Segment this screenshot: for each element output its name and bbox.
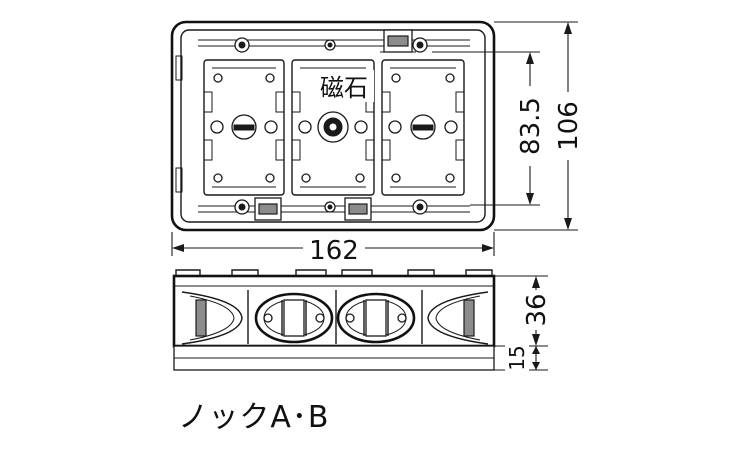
caption-knock-ab: ノックA･B — [178, 400, 330, 435]
top-view: 磁石 — [170, 20, 496, 232]
magnet-icon — [317, 111, 349, 143]
dimension-total-height-label: 106 — [554, 101, 584, 151]
outer-frame — [170, 20, 496, 232]
dimension-inner-height-label: 83.5 — [516, 97, 546, 155]
screw-hole-top-left — [234, 37, 250, 53]
knockout-a-left — [254, 292, 334, 344]
clip-bottom-left — [254, 197, 282, 221]
gang-module-left — [203, 59, 285, 196]
magnet-label: 磁石 — [320, 74, 368, 102]
screw-hole-bottom-right — [412, 199, 428, 215]
dimension-plate-label: 15 — [505, 345, 529, 370]
dimension-width: 162 — [171, 232, 495, 266]
screw-hole-top-right — [412, 37, 428, 53]
screw-hole-top-middle — [324, 39, 336, 51]
inner-frame — [180, 29, 486, 223]
dimension-width-label: 162 — [309, 236, 359, 266]
knockout-right-end — [427, 291, 489, 345]
clip-top-right — [380, 29, 416, 53]
gang-module-middle — [291, 59, 375, 196]
dimension-total-height: 106 — [494, 21, 584, 231]
knockout-left-end — [181, 291, 243, 345]
dimension-plate: 15 — [494, 340, 548, 374]
gang-module-right — [381, 59, 465, 196]
knockout-b-right — [336, 292, 416, 344]
side-view — [172, 269, 496, 371]
dimension-depth: 36 — [494, 275, 552, 347]
screw-hole-bottom-left — [234, 199, 250, 215]
dimension-depth-label: 36 — [522, 293, 552, 326]
screw-hole-bottom-middle — [324, 201, 336, 213]
dimension-inner-height: 83.5 — [432, 51, 546, 206]
clip-bottom-middle — [344, 197, 372, 221]
